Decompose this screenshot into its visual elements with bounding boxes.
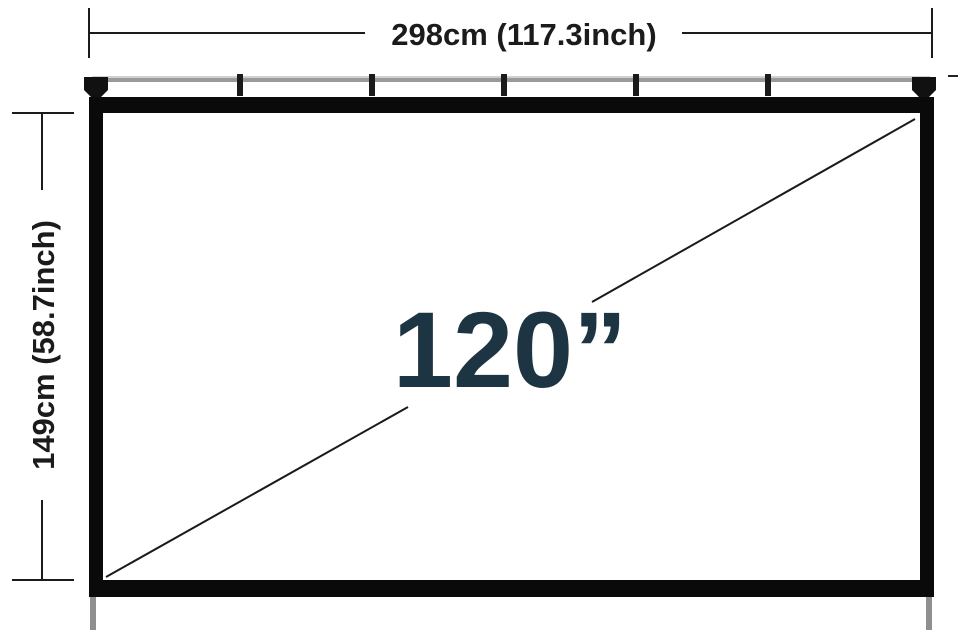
diagonal-line-upper xyxy=(591,118,916,303)
rod-clip xyxy=(765,74,771,96)
rod-end-cap-right xyxy=(912,77,936,98)
height-dimension: 149cm (58.7inch) xyxy=(12,112,74,581)
rod-clip xyxy=(369,74,375,96)
leg-left xyxy=(90,597,96,630)
rod-highlight xyxy=(92,76,930,78)
leg-right xyxy=(926,597,932,630)
top-rod xyxy=(84,74,958,98)
height-label: 149cm (58.7inch) xyxy=(26,220,61,470)
rod-clips xyxy=(237,74,771,96)
diagonal-size-label: 120” xyxy=(393,289,627,410)
rod-end-cap-left xyxy=(84,77,108,98)
rod-bar xyxy=(92,76,930,82)
rod-clip xyxy=(633,74,639,96)
rod-clip xyxy=(501,74,507,96)
screen: 120” xyxy=(89,97,934,597)
width-dimension: 298cm (117.3inch) xyxy=(88,8,933,58)
rod-clip xyxy=(237,74,243,96)
width-label: 298cm (117.3inch) xyxy=(391,17,656,52)
stand-legs xyxy=(90,597,932,630)
diagonal-line-lower xyxy=(105,406,409,578)
